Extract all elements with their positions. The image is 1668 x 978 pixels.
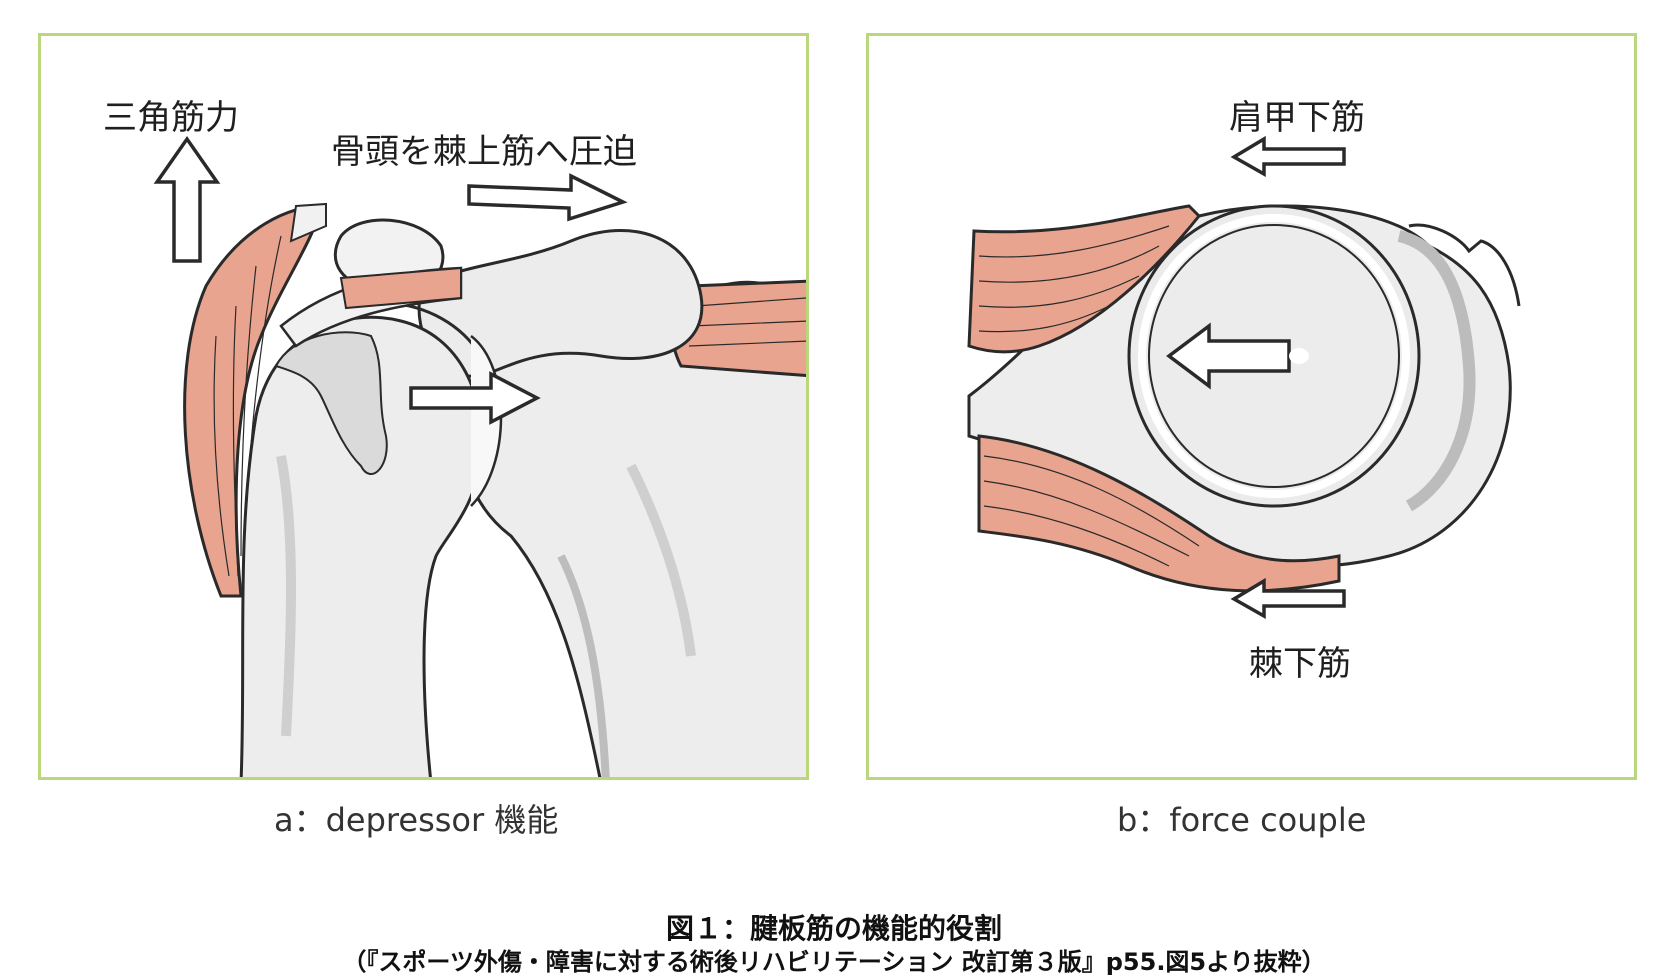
panel-a-depressor: 三角筋力 骨頭を棘上筋へ圧迫 xyxy=(38,33,809,780)
shoulder-joint-illustration xyxy=(153,135,806,777)
compress-head-label: 骨頭を棘上筋へ圧迫 xyxy=(331,132,637,172)
caption-b: b：force couple xyxy=(1117,801,1367,839)
glenohumeral-top-view-illustration xyxy=(967,135,1521,620)
panel-b-force-couple: 肩甲下筋 棘下筋 xyxy=(866,33,1637,780)
figure-source: （『スポーツ外傷・障害に対する術後リハビリテーション 改訂第３版』p55.図5よ… xyxy=(342,948,1326,976)
infraspinatus-label: 棘下筋 xyxy=(1249,644,1351,684)
deltoid-force-label: 三角筋力 xyxy=(103,98,239,138)
figure-title: 図１：腱板筋の機能的役割 xyxy=(665,912,1002,945)
caption-a: a：depressor 機能 xyxy=(274,801,559,839)
subscapularis-label: 肩甲下筋 xyxy=(1229,98,1365,138)
